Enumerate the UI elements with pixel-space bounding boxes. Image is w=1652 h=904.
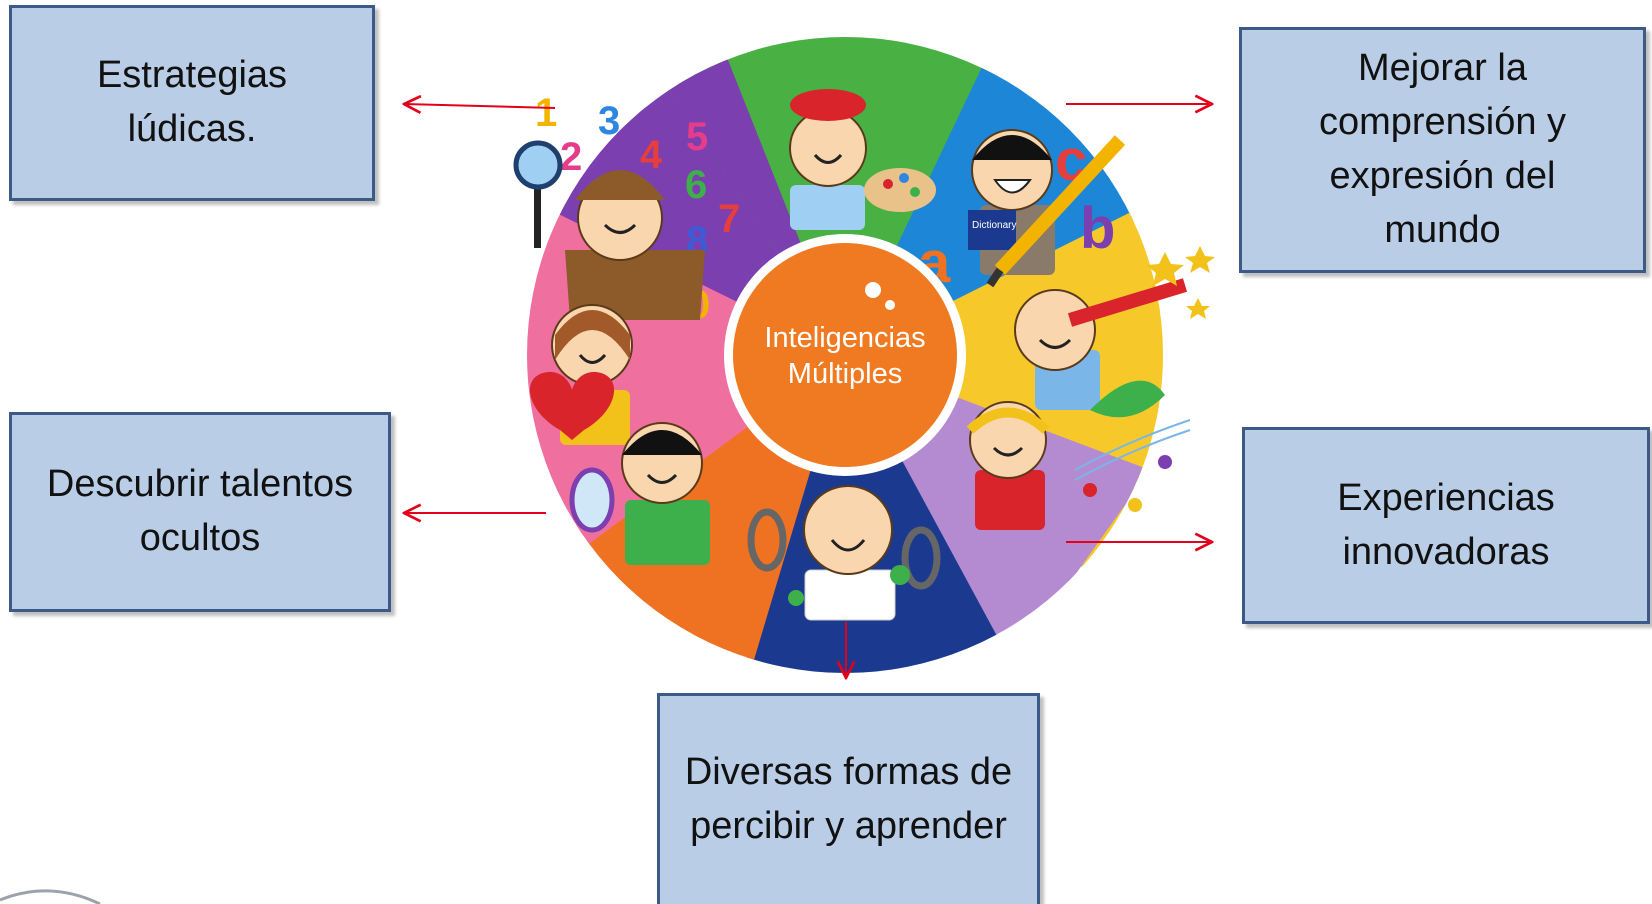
node-mejorar-comprension-label: Mejorar la comprensión y expresión del m… [1318,47,1567,251]
center-label-line1: Inteligencias [764,322,926,354]
svg-text:2: 2 [560,135,582,179]
svg-text:3: 3 [598,99,620,143]
node-mejorar-comprension: Mejorar la comprensión y expresión del m… [1239,27,1646,273]
svg-text:7: 7 [718,197,740,241]
node-estrategias-ludicas: Estrategias lúdicas. [9,5,375,201]
corner-logo-arc [0,889,101,904]
node-diversas-formas: Diversas formas de percibir y aprender [657,693,1040,904]
center-node [724,234,966,476]
svg-text:1: 1 [535,91,557,135]
dictionary-label: Dictionary [972,220,1016,231]
node-descubrir-talentos-label: Descubrir talentos ocultos [46,463,354,559]
center-label-line2: Múltiples [787,358,903,391]
letters-decoration: c b a [918,128,1115,295]
node-descubrir-talentos: Descubrir talentos ocultos [9,412,391,612]
magnifier-icon [513,140,563,248]
node-experiencias-innovadoras: Experiencias innovadoras [1242,427,1650,624]
character-painter [789,89,936,230]
center-label: Inteligencias Múltiples [733,320,957,393]
character-astronomer [1014,246,1215,418]
character-rings-boy [747,485,941,621]
character-detective [565,170,705,320]
character-musician [966,401,1191,530]
connector-arrows [404,104,1212,678]
svg-text:4: 4 [640,133,663,177]
character-reader: Dictionary [968,129,1126,288]
svg-text:5: 5 [686,115,708,159]
node-experiencias-innovadoras-label: Experiencias innovadoras [1337,476,1555,573]
node-diversas-formas-label: Diversas formas de percibir y aprender [684,751,1013,847]
svg-text:6: 6 [685,163,707,207]
character-heart-girl [529,304,633,445]
arrow-to-top-left [404,104,556,108]
node-estrategias-ludicas-label: Estrategias lúdicas. [96,54,288,150]
character-mirror-boy [569,422,710,565]
svg-text:b: b [1080,196,1115,261]
